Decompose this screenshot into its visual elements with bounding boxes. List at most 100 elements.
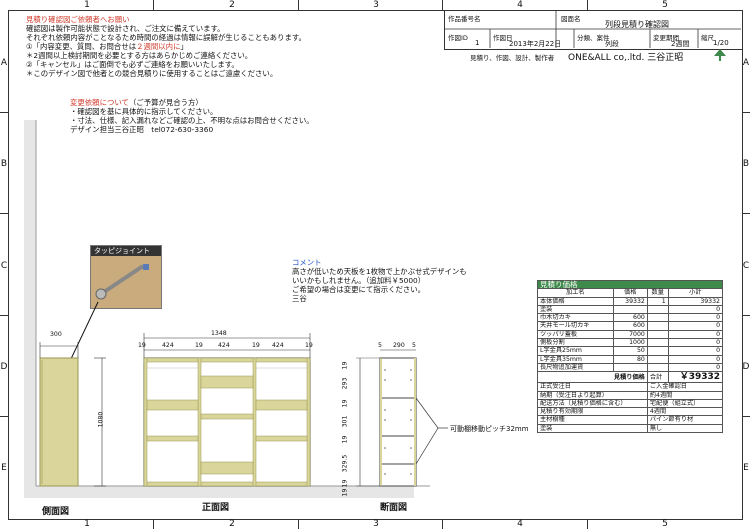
total-sub: 合計	[646, 371, 669, 384]
dim-section-side: 301	[341, 415, 349, 428]
change-notes: 変更依頼について（ご予算が見合う方） ・確認図を基に具体的に指示してください。 …	[70, 98, 314, 134]
change-value: 2週間	[671, 40, 690, 48]
estimate-title: 見積り価格	[537, 279, 723, 290]
estimate-header: 小計	[667, 288, 724, 298]
drawing-name: 列段見積り確認図	[605, 20, 669, 29]
confirm-line: ①「内容変更、質問、お問合せは	[26, 42, 137, 51]
col-1-bottom: 1	[84, 519, 90, 529]
id-label: 作図ID	[448, 34, 468, 42]
confirm-line: それぞれ依頼内容がことなるため時間の経過は情報に誤解が生じることもあります。	[26, 33, 306, 42]
confirm-notes: 見積り確認図ご依頼者へお願い 確認図は製作可能状態で設計され、ご注文に備えていま…	[26, 15, 306, 78]
confirm-line: ＊このデザイン図で他者との競合見積りに使用することはご遠慮ください。	[26, 69, 278, 78]
dim-total-width: 1348	[211, 330, 227, 337]
company-logo-icon	[714, 49, 726, 61]
col-2-bottom: 2	[229, 519, 235, 529]
estimate-header: 加工名	[537, 288, 614, 298]
row-d-right: D	[742, 362, 750, 372]
comment-line: ご希望の場合は変更にて指示ください。	[292, 285, 426, 294]
dim-section-side: 293	[341, 377, 349, 390]
drawing-name-label: 図面名	[561, 15, 581, 23]
dim-front: 19	[195, 342, 203, 349]
row-a: A	[0, 58, 8, 68]
col-4: 4	[517, 0, 523, 10]
dim-section-side: 19	[341, 399, 349, 408]
scale-value: 1/20	[713, 39, 729, 47]
dim-section-side: 19	[341, 479, 349, 488]
maker-value: ONE&ALL co,.ltd. 三谷正昭	[568, 53, 684, 63]
dim-section-top: 290	[393, 342, 405, 349]
dim-section-top: 5	[378, 342, 382, 349]
date-label: 作図日	[493, 34, 513, 42]
info-row: 納期（受注日より起算）約4週間	[537, 390, 724, 400]
title-block: 作品番号名 図面名 列段見積り確認図 作図ID 1 作図日 2013年2月22日…	[444, 10, 743, 50]
title-block-lines	[444, 10, 741, 48]
dim-section-side: 19	[341, 435, 349, 444]
col-3: 3	[373, 0, 379, 10]
info-row: 正式受注日ご入金確認日	[537, 382, 724, 392]
comment-block: コメント 高さが低いため天板を1枚物で上かぶせ式デザインも いいかもしれません。…	[292, 258, 467, 303]
row-b-right: B	[742, 159, 750, 169]
estimate-header: 価格	[612, 288, 648, 298]
comment-line: いいかもしれません。（追加料￥5000）	[292, 276, 426, 285]
category-value: 列段	[605, 40, 619, 48]
info-row: 塗装無し	[537, 423, 724, 434]
row-a-right: A	[742, 58, 750, 68]
row-c-right: C	[742, 261, 750, 271]
front-view-label: 正面図	[202, 503, 230, 513]
dim-section-side: 19	[341, 361, 349, 370]
estimate-header: 数量	[646, 288, 669, 298]
col-2: 2	[229, 0, 235, 10]
screw-icon	[95, 264, 149, 300]
total-value: ￥39332	[667, 371, 724, 384]
row-d: D	[0, 362, 8, 372]
dim-section-top: 5	[412, 342, 416, 349]
scale-label: 縮尺	[701, 34, 714, 42]
confirm-red-inline: ２週間以内に	[136, 42, 181, 51]
total-row: 見積り価格 合計 ￥39332	[537, 371, 724, 384]
col-5-bottom: 5	[662, 519, 668, 529]
dim-front: 424	[272, 342, 284, 349]
confirm-line: ＊2週間以上検討期間を必要とする方はあらかじめご連絡ください。	[26, 51, 253, 60]
date-value: 2013年2月22日	[509, 40, 562, 48]
total-label: 見積り価格	[537, 371, 648, 384]
work-name-label: 作品番号名	[448, 15, 481, 23]
confirm-line: ②「キャンセル」はご面倒でも必ずご連絡をお願いいたします。	[26, 60, 239, 69]
dim-front: 424	[218, 342, 230, 349]
section-view-label: 断面図	[380, 503, 408, 513]
row-e-right: E	[743, 463, 749, 473]
change-heading-suffix: （ご予算が見合う方）	[128, 98, 203, 107]
col-1: 1	[84, 0, 90, 10]
comment-line: 三谷	[292, 294, 307, 303]
dim-front: 19	[305, 342, 313, 349]
change-line: ・寸法、仕様、記入漏れなどご確認の上、不明な点はお問合せください。	[70, 116, 314, 125]
comment-line: 高さが低いため天板を1枚物で上かぶせ式デザインも	[292, 267, 467, 276]
row-c: C	[0, 261, 8, 271]
col-4-bottom: 4	[517, 519, 523, 529]
dim-front: 19	[252, 342, 260, 349]
row-b: B	[0, 159, 8, 169]
pitch-label: 可動棚移動ピッチ32mm	[450, 425, 529, 433]
drawing-frame	[8, 10, 743, 520]
dim-front: 19	[138, 342, 146, 349]
comment-heading: コメント	[292, 258, 322, 267]
confirm-line-end: 」	[180, 42, 188, 51]
dim-height: 1080	[97, 411, 105, 428]
dim-section-side: 329.5	[341, 454, 349, 473]
change-heading: 変更依頼について	[70, 98, 129, 107]
category-label: 分類、案件	[577, 34, 610, 42]
confirm-line: 確認図は製作可能状態で設計され、ご注文に備えています。	[26, 24, 225, 33]
dim-side-width: 300	[50, 331, 62, 338]
dim-section-bottom: 19	[341, 488, 349, 497]
maker-label: 見積り、作図、設計、製作者	[470, 54, 555, 62]
info-row: 配送方法（見積り価格に含む）宅配便（組立式）	[537, 398, 724, 409]
